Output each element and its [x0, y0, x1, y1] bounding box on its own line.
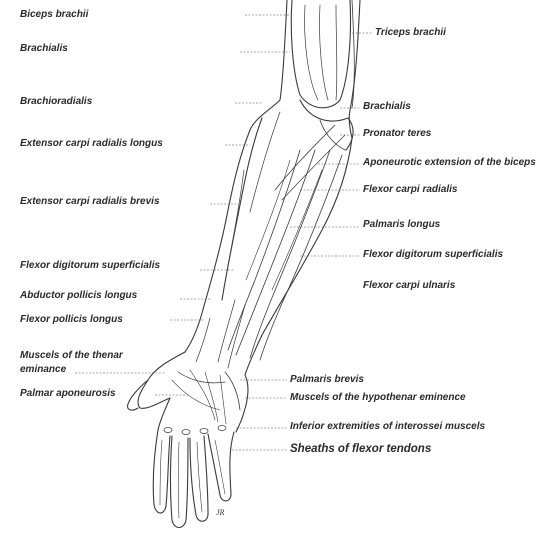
hand-outline — [137, 351, 186, 409]
label-brachialis-left: Brachialis — [20, 43, 68, 54]
label-extensor-carpi-radialis-longus: Extensor carpi radialis longus — [20, 138, 163, 149]
label-thenar-line-1: Muscels of the thenar — [20, 350, 123, 361]
label-sheaths-flexor-tendons: Sheaths of flexor tendons — [290, 443, 432, 455]
finger-middle — [169, 435, 189, 529]
label-flexor-carpi-radialis: Flexor carpi radialis — [363, 184, 458, 195]
artist-signature: JR — [216, 508, 225, 517]
label-thenar-line-2: eminance — [20, 364, 67, 375]
label-aponeurotic-extension: Aponeurotic extension of the biceps — [363, 157, 536, 168]
forearm-ulnar-outline — [244, 137, 353, 376]
finger-ring — [189, 435, 209, 522]
label-hypothenar-eminence: Muscels of the hypothenar eminence — [290, 392, 466, 403]
label-abductor-pollicis-longus: Abductor pollicis longus — [20, 290, 138, 301]
finger-index — [152, 429, 171, 514]
label-palmaris-longus: Palmaris longus — [363, 219, 441, 230]
label-pronator-teres: Pronator teres — [363, 128, 432, 139]
label-flexor-carpi-ulnaris: Flexor carpi ulnaris — [363, 280, 456, 291]
label-palmaris-brevis: Palmaris brevis — [290, 374, 364, 385]
brachioradialis-muscle — [221, 117, 263, 301]
label-interossei-extremities: Inferior extremities of interossei musce… — [290, 421, 486, 432]
label-brachioradialis: Brachioradialis — [20, 96, 93, 107]
pronator-teres-muscle — [274, 124, 336, 191]
label-flexor-digitorum-superficialis-right: Flexor digitorum superficialis — [363, 249, 504, 260]
label-extensor-carpi-radialis-brevis: Extensor carpi radialis brevis — [20, 196, 160, 207]
upper-arm-outline — [249, 0, 288, 131]
palm-region — [157, 397, 245, 433]
label-palmar-aponeurosis: Palmar aponeurosis — [20, 388, 116, 399]
finger-little — [207, 431, 235, 502]
forearm-radial-outline — [184, 129, 251, 353]
label-biceps-brachii: Biceps brachii — [20, 9, 89, 20]
label-flexor-digitorum-superficialis-left: Flexor digitorum superficialis — [20, 260, 161, 271]
upper-arm-outline-right — [348, 0, 361, 139]
biceps-muscle — [290, 0, 352, 109]
label-flexor-pollicis-longus: Flexor pollicis longus — [20, 314, 123, 325]
thumb-outline — [127, 379, 149, 411]
label-triceps-brachii: Triceps brachii — [375, 27, 446, 38]
label-brachialis-right: Brachialis — [363, 101, 411, 112]
